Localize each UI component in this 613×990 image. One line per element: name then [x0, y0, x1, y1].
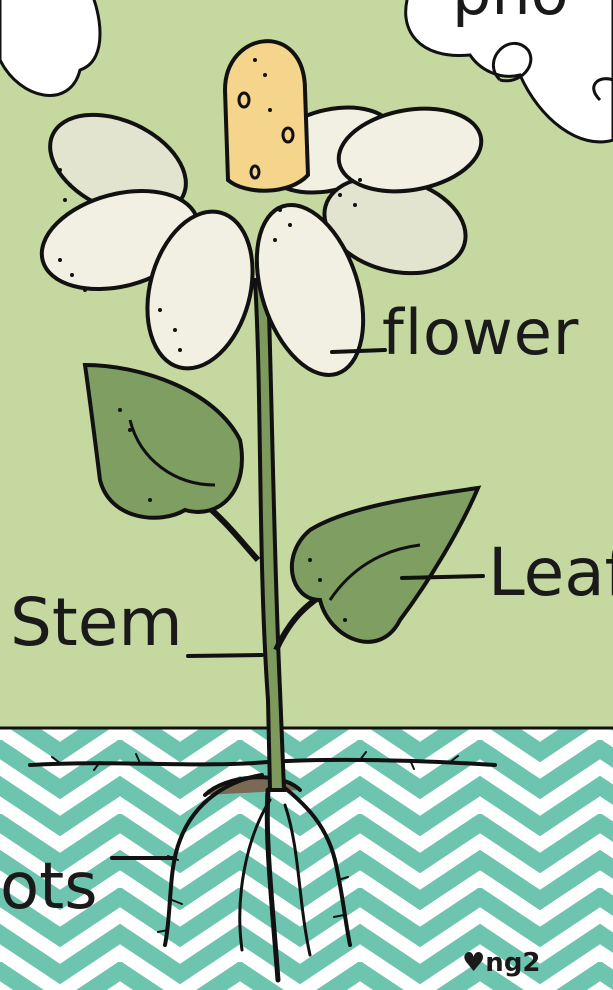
artist-signature: ♥ng2: [462, 948, 541, 978]
title-fragment: pho: [452, 0, 569, 24]
label-leaf: Leaf: [488, 540, 613, 606]
label-roots: ots: [0, 855, 98, 919]
label-flower: flower: [382, 302, 579, 364]
flower-center: [225, 41, 308, 191]
label-stem: Stem: [10, 590, 183, 656]
